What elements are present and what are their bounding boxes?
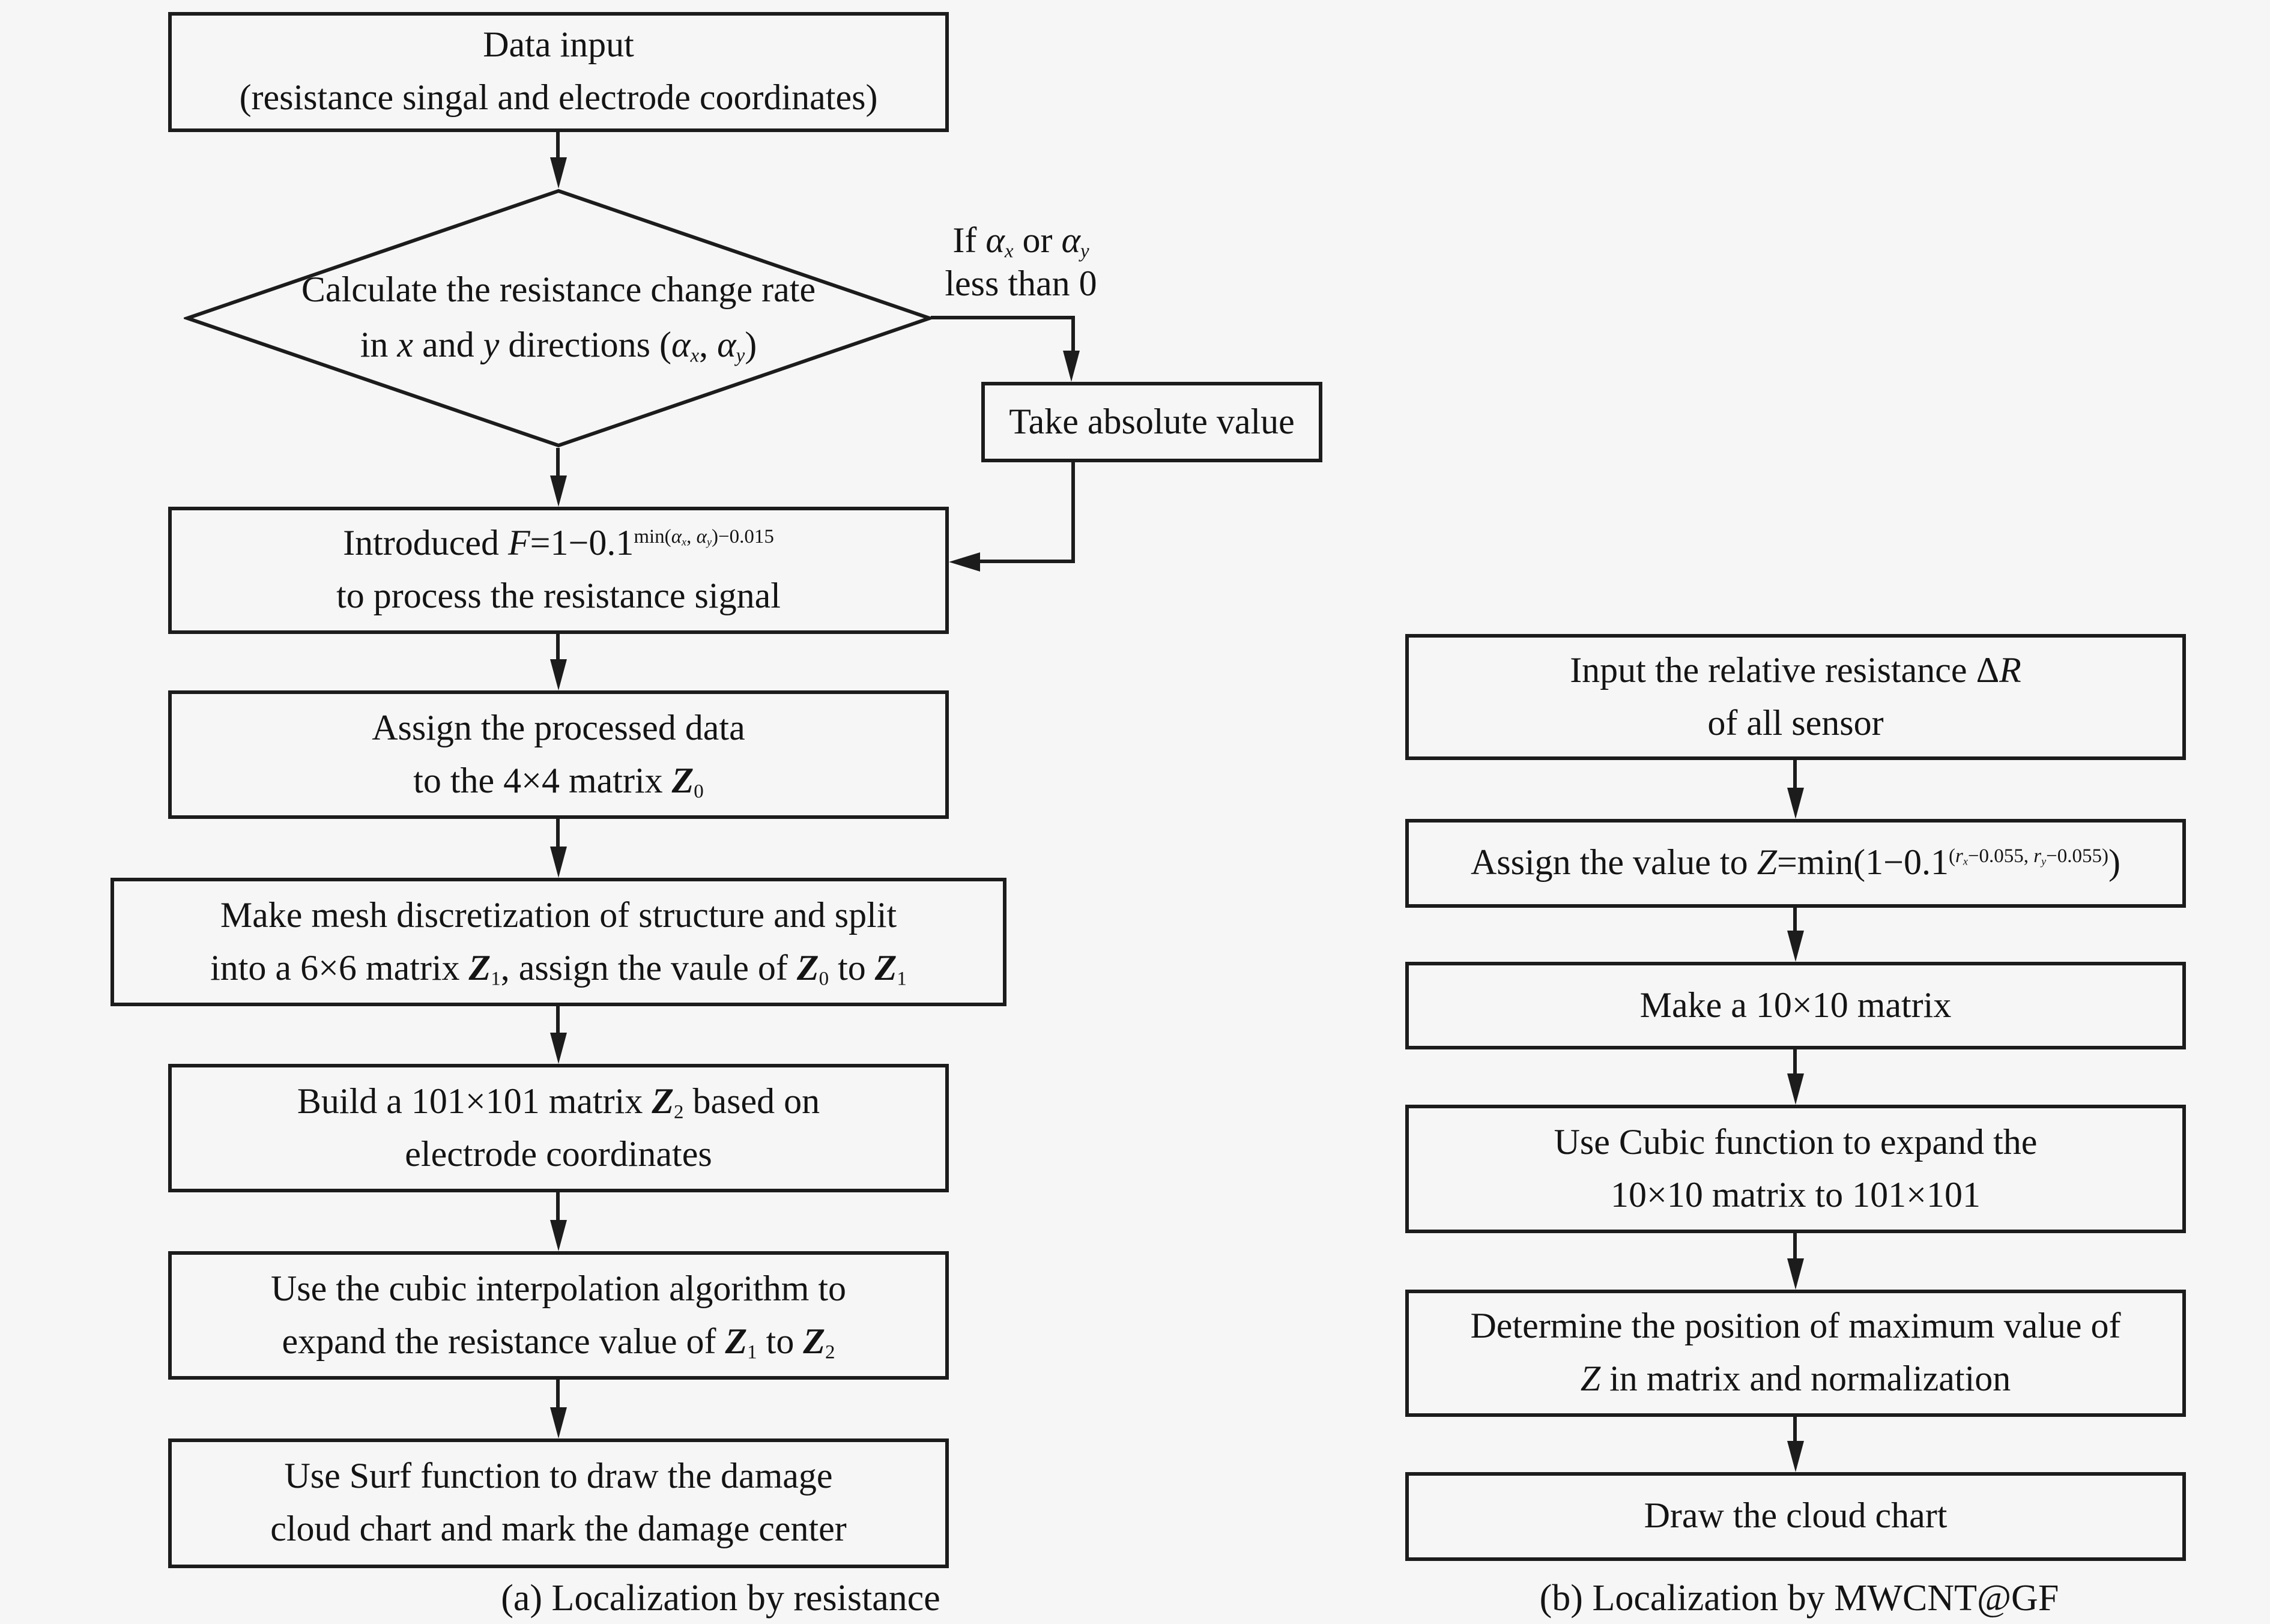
connector-a7-line: [556, 1380, 560, 1407]
b-cubic-line2: 10×10 matrix to 101×101: [1611, 1175, 1981, 1215]
connector-b3-line: [1793, 1049, 1797, 1073]
flow-b-assign-value-box: Assign the value to Z=min(1−0.1(rx−0.055…: [1405, 819, 2186, 908]
branch-out-vline: [1071, 316, 1075, 353]
connector-a7-down-arrowhead-icon: [550, 1407, 567, 1438]
branch-condition-line1: If αx or αy: [952, 221, 1089, 262]
flow-b-input-resistance-box: Input the relative resistance ΔR of all …: [1405, 634, 2186, 760]
take-absolute-label: Take absolute value: [1009, 402, 1295, 441]
caption-b: (b) Localization by MWCNT@GF: [1539, 1577, 2059, 1619]
connector-b1-down-arrowhead-icon: [1787, 788, 1804, 819]
connector-a2-line: [556, 448, 560, 475]
introduce-line2: to process the resistance signal: [336, 576, 781, 616]
connector-a5-down-arrowhead-icon: [550, 1033, 567, 1064]
surf-line1: Use Surf function to draw the damage: [284, 1456, 833, 1496]
flow-a-take-absolute-box: Take absolute value: [981, 382, 1322, 462]
connector-a1-down-arrowhead-icon: [550, 157, 567, 189]
connector-b4-line: [1793, 1233, 1797, 1258]
branch-condition-line2: less than 0: [945, 264, 1097, 304]
b-input-line1: Input the relative resistance ΔR: [1570, 650, 2021, 690]
interp-line2: expand the resistance value of Z1 to Z2: [282, 1321, 835, 1363]
b-cubic-line1: Use Cubic function to expand the: [1554, 1122, 2038, 1162]
connector-b4-down-arrowhead-icon: [1787, 1258, 1804, 1290]
branch-out-hline: [931, 316, 1075, 319]
flow-a-data-input-box: Data input (resistance singal and electr…: [168, 12, 949, 132]
decision-line2: in x and y directions (αx, αy): [360, 325, 757, 367]
flow-b-draw-cloud-box: Draw the cloud chart: [1405, 1472, 2186, 1561]
b-matrix-label: Make a 10×10 matrix: [1639, 985, 1952, 1025]
connector-b1-line: [1793, 760, 1797, 788]
connector-b5-line: [1793, 1417, 1797, 1441]
flow-a-assign-matrix-box: Assign the processed data to the 4×4 mat…: [168, 690, 949, 819]
connector-a6-down-arrowhead-icon: [550, 1220, 567, 1251]
flow-b-determine-position-box: Determine the position of maximum value …: [1405, 1290, 2186, 1417]
connector-a3-down-arrowhead-icon: [550, 659, 567, 690]
branch-condition-label: If αx or αy less than 0: [925, 220, 1117, 306]
flow-a-surf-function-box: Use Surf function to draw the damage clo…: [168, 1438, 949, 1568]
b-assign-formula: Assign the value to Z=min(1−0.1(rx−0.055…: [1470, 843, 2121, 883]
interp-line1: Use the cubic interpolation algorithm to: [270, 1269, 847, 1308]
branch-return-hline: [978, 560, 1075, 563]
mesh-line2: into a 6×6 matrix Z1, assign the vaule o…: [210, 948, 907, 989]
assign-line1: Assign the processed data: [372, 708, 745, 747]
branch-return-vline: [1071, 462, 1075, 562]
branch-left-arrowhead-icon: [949, 552, 980, 572]
introduce-line1: Introduced F=1−0.1min(αx, αy)−0.015: [343, 524, 774, 563]
branch-down-arrowhead-icon: [1063, 351, 1080, 382]
b-input-line2: of all sensor: [1707, 703, 1884, 743]
connector-b3-down-arrowhead-icon: [1787, 1073, 1804, 1105]
b-determine-line1: Determine the position of maximum value …: [1470, 1306, 2121, 1346]
build-line1: Build a 101×101 matrix Z2 based on: [297, 1081, 820, 1123]
flow-a-decision-diamond: [181, 189, 936, 448]
assign-line2: to the 4×4 matrix Z0: [413, 761, 704, 802]
decision-line1: Calculate the resistance change rate: [301, 270, 816, 310]
flow-b-cubic-expand-box: Use Cubic function to expand the 10×10 m…: [1405, 1105, 2186, 1233]
connector-a3-line: [556, 634, 560, 659]
surf-line2: cloud chart and mark the damage center: [270, 1509, 847, 1549]
flow-a-cubic-interpolation-box: Use the cubic interpolation algorithm to…: [168, 1251, 949, 1380]
flow-a-mesh-discretization-box: Make mesh discretization of structure an…: [110, 878, 1006, 1006]
flow-a-build-matrix-box: Build a 101×101 matrix Z2 based on elect…: [168, 1064, 949, 1192]
connector-a2-down-arrowhead-icon: [550, 475, 567, 507]
caption-a: (a) Localization by resistance: [501, 1577, 940, 1619]
decision-diamond-outline: [181, 189, 936, 448]
b-draw-label: Draw the cloud chart: [1644, 1496, 1948, 1536]
connector-b5-down-arrowhead-icon: [1787, 1441, 1804, 1472]
connector-a4-line: [556, 819, 560, 847]
b-determine-line2: Z in matrix and normalization: [1580, 1359, 2011, 1399]
connector-a1-line: [556, 132, 560, 157]
build-line2: electrode coordinates: [405, 1134, 712, 1174]
connector-a6-line: [556, 1192, 560, 1220]
decision-diamond-text: Calculate the resistance change rate in …: [208, 189, 909, 448]
decision-diamond-shape: [181, 189, 936, 448]
data-input-line1: Data input: [483, 25, 634, 65]
connector-a5-line: [556, 1006, 560, 1033]
connector-b2-line: [1793, 908, 1797, 931]
mesh-line1: Make mesh discretization of structure an…: [220, 895, 897, 935]
connector-b2-down-arrowhead-icon: [1787, 931, 1804, 962]
flow-b-make-matrix-box: Make a 10×10 matrix: [1405, 962, 2186, 1049]
data-input-line2: (resistance singal and electrode coordin…: [239, 78, 878, 118]
connector-a4-down-arrowhead-icon: [550, 847, 567, 878]
flow-a-introduce-formula-box: Introduced F=1−0.1min(αx, αy)−0.015 to p…: [168, 507, 949, 634]
